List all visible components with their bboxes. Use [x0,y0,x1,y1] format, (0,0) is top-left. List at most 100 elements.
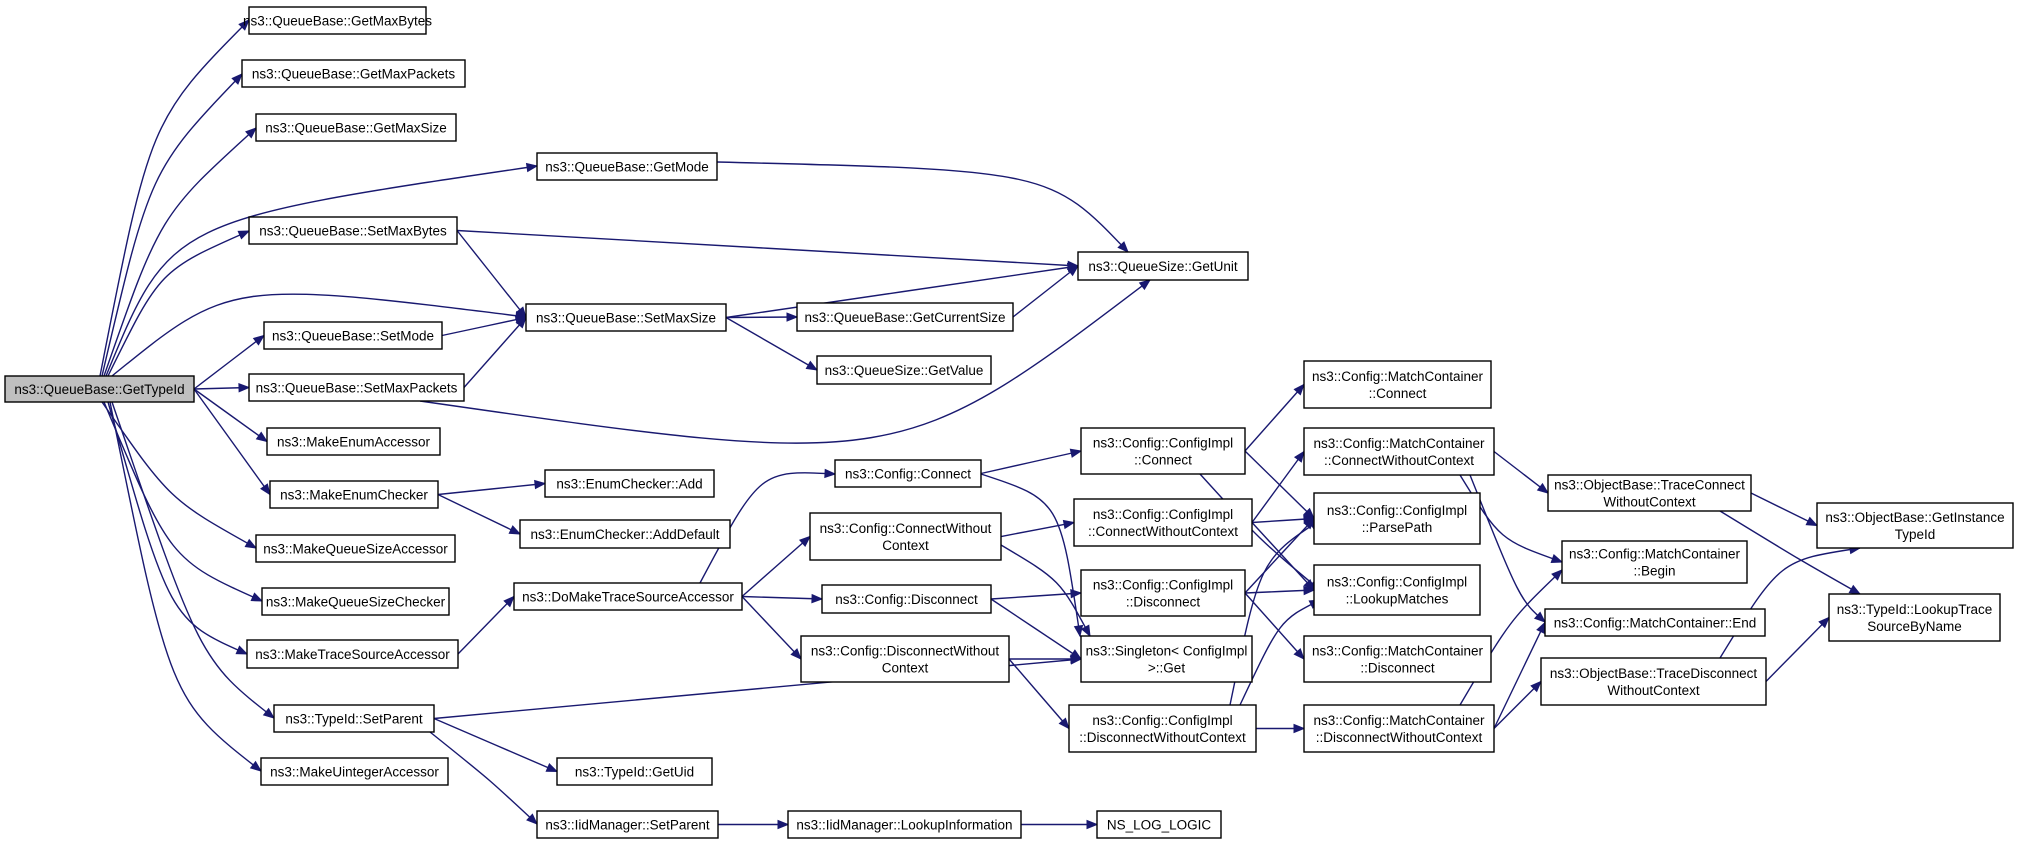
node-impl-connect[interactable]: ns3::Config::ConfigImpl::Connect [1080,427,1246,475]
node-makeenumchecker[interactable]: ns3::MakeEnumChecker [269,480,439,509]
node-box [556,757,713,786]
node-label: ns3::QueueBase::SetMaxPackets [256,381,458,396]
node-label: ns3::Config::ConfigImpl [1092,713,1232,728]
node-getmaxpackets[interactable]: ns3::QueueBase::GetMaxPackets [241,59,466,88]
node-iid-setparent[interactable]: ns3::IidManager::SetParent [536,810,719,839]
node-enum-adddefault[interactable]: ns3::EnumChecker::AddDefault [519,519,731,549]
edge-impl_connectwithoutctx-to-mc_connectwithoutctx [1251,450,1305,523]
node-getmaxsize[interactable]: ns3::QueueBase::GetMaxSize [255,113,457,142]
edge-gettypeid-to-setmaxpackets [193,383,251,393]
node-label: ns3::QueueBase::GetTypeId [14,382,184,397]
node-label: ns3::MakeTraceSourceAccessor [255,647,450,662]
arrowhead [1070,654,1083,664]
edge-gettypeid-to-makequeuesizechecker [103,401,264,602]
node-gettypeid[interactable]: ns3::QueueBase::GetTypeId [4,375,195,403]
node-box [1068,704,1257,753]
node-box [266,427,441,456]
node-label: ns3::Config::Disconnect [835,592,978,607]
arrowhead [1293,648,1305,661]
node-label: ns3::QueueBase::GetMaxSize [265,121,447,136]
node-mc-disconnect[interactable]: ns3::Config::MatchContainer::Disconnect [1303,635,1492,683]
node-box [1313,492,1481,545]
node-domaketrace[interactable]: ns3::DoMakeTraceSourceAccessor [513,582,743,611]
edge-impl_connectwithoutctx-to-impl_lookupmatches [1251,522,1315,591]
node-cfg-disconnect[interactable]: ns3::Config::Disconnect [821,584,992,614]
edge-makeenumchecker-to-enum_add [437,479,547,496]
node-setmode[interactable]: ns3::QueueBase::SetMode [263,321,443,350]
node-setmaxbytes[interactable]: ns3::QueueBase::SetMaxBytes [248,216,458,245]
node-label: ns3::MakeEnumChecker [280,488,428,503]
node-cfg-disconnectwithout[interactable]: ns3::Config::DisconnectWithoutContext [800,635,1010,683]
node-box [1547,474,1752,512]
node-ns-log-logic[interactable]: NS_LOG_LOGIC [1096,810,1222,839]
node-box [248,216,458,245]
node-mc-disconnectwithoutctx[interactable]: ns3::Config::MatchContainer::DisconnectW… [1303,704,1495,753]
node-impl-disconnectwithoutctx[interactable]: ns3::Config::ConfigImpl::DisconnectWitho… [1068,704,1257,753]
node-label: ns3::Config::MatchContainer [1313,436,1485,451]
arrowhead [1818,616,1830,629]
node-makequeuesizeaccessor[interactable]: ns3::MakeQueueSizeAccessor [255,534,456,563]
arrowhead [249,760,263,772]
node-ob-tracedisconnect[interactable]: ns3::ObjectBase::TraceDisconnectWithoutC… [1540,657,1767,706]
node-box [1540,657,1767,706]
node-impl-parsepath[interactable]: ns3::Config::ConfigImpl::ParsePath [1313,492,1481,545]
node-singleton-get[interactable]: ns3::Singleton< ConfigImpl >::Get [1080,635,1253,683]
node-cfg-connect[interactable]: ns3::Config::Connect [834,459,982,488]
arrowhead [238,19,250,31]
edge-gettypeid-to-setmaxbytes [107,230,251,377]
node-makeenumaccessor[interactable]: ns3::MakeEnumAccessor [266,427,441,456]
node-getmaxbytes[interactable]: ns3::QueueBase::GetMaxBytes [243,6,432,35]
node-label: ns3::Config::ConfigImpl [1093,436,1233,451]
node-mc-begin[interactable]: ns3::Config::MatchContainer::Begin [1561,540,1748,584]
node-label: >::Get [1148,661,1185,676]
arrowhead [515,306,527,319]
node-getmode[interactable]: ns3::QueueBase::GetMode [536,152,718,181]
node-impl-lookupmatches[interactable]: ns3::Config::ConfigImpl::LookupMatches [1313,564,1481,616]
node-label: ns3::MakeQueueSizeAccessor [263,542,448,557]
node-cfg-connectwithout[interactable]: ns3::Config::ConnectWithoutContext [809,512,1002,561]
node-typeid-setparent[interactable]: ns3::TypeId::SetParent [273,704,435,733]
node-label: ns3::Config::DisconnectWithout [811,644,1000,659]
edge-typeid_setparent-to-typeid_getuid [433,717,559,773]
edge-setmaxpackets-to-getunit [419,279,1152,444]
arrowhead [786,312,799,322]
node-enum-add[interactable]: ns3::EnumChecker::Add [544,469,715,498]
arrowhead [262,707,276,719]
node-typeid-getuid[interactable]: ns3::TypeId::GetUid [556,757,713,786]
node-label: ns3::TypeId::SetParent [285,712,423,727]
arrowhead [1551,569,1563,581]
node-impl-connectwithoutctx[interactable]: ns3::Config::ConfigImpl::ConnectWithoutC… [1073,498,1253,547]
node-mc-connect[interactable]: ns3::Config::MatchContainer::Connect [1303,360,1492,409]
node-mc-connectwithoutctx[interactable]: ns3::Config::MatchContainer::ConnectWith… [1303,427,1495,476]
node-label: SourceByName [1867,619,1962,634]
node-box [1080,635,1253,683]
node-label: ::DisconnectWithoutContext [1079,730,1246,745]
node-label: TypeId [1895,527,1936,542]
node-impl-disconnect[interactable]: ns3::Config::ConfigImpl::Disconnect [1080,569,1246,617]
node-label: ns3::Config::MatchContainer [1313,713,1485,728]
node-label: ns3::Config::MatchContainer [1569,547,1741,562]
node-makequeuesizechecker[interactable]: ns3::MakeQueueSizeChecker [261,587,450,616]
node-label: ns3::MakeQueueSizeChecker [266,595,446,610]
node-mc-end[interactable]: ns3::Config::MatchContainer::End [1544,608,1766,637]
node-makeuintegeraccessor[interactable]: ns3::MakeUintegerAccessor [260,757,449,786]
node-label: ns3::QueueSize::GetValue [825,363,984,378]
node-label: NS_LOG_LOGIC [1107,818,1212,833]
node-getcurrentsize[interactable]: ns3::QueueBase::GetCurrentSize [796,302,1014,332]
node-setmaxsize[interactable]: ns3::QueueBase::SetMaxSize [525,303,727,332]
edge-setmaxsize-to-getcurrentsize [725,312,799,322]
node-getunit[interactable]: ns3::QueueSize::GetUnit [1077,251,1249,281]
node-label: ns3::Config::ConfigImpl [1327,503,1467,518]
node-iid-lookupinfo[interactable]: ns3::IidManager::LookupInformation [787,810,1022,839]
node-ob-traceconnect[interactable]: ns3::ObjectBase::TraceConnectWithoutCont… [1547,474,1752,512]
node-box [787,810,1022,839]
edge-cfg_disconnectwithout-to-singleton_get [1008,654,1083,664]
node-setmaxpackets[interactable]: ns3::QueueBase::SetMaxPackets [248,373,465,402]
arrowhead [245,127,257,139]
node-maketracesourceaccessor[interactable]: ns3::MakeTraceSourceAccessor [246,639,459,669]
node-label: ns3::QueueBase::SetMaxBytes [259,224,447,239]
node-getvalue[interactable]: ns3::QueueSize::GetValue [816,355,992,385]
node-label: ns3::QueueBase::SetMaxSize [536,311,716,326]
